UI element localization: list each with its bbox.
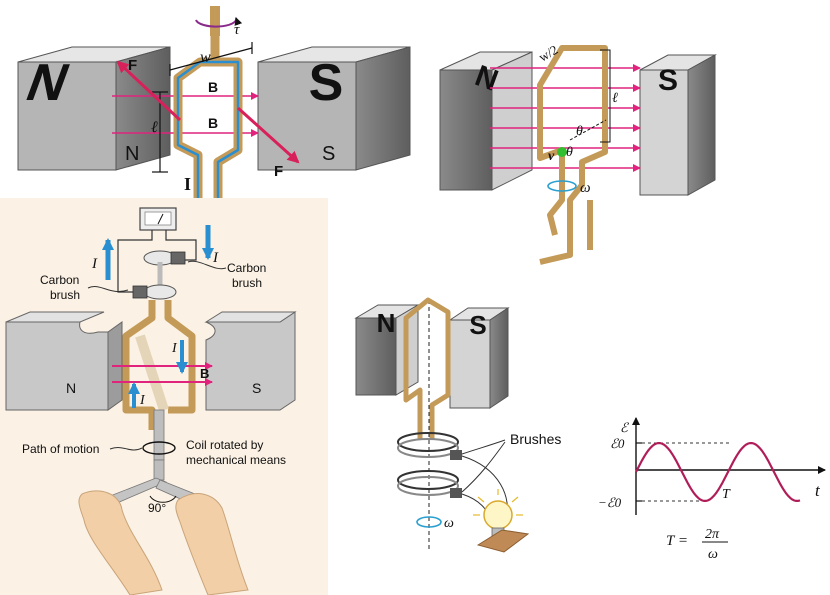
motor-pole-s-top: S <box>309 54 344 112</box>
generator-pole-s: S <box>252 380 261 396</box>
generator-current-left: I <box>91 256 98 272</box>
generator-circuit-wires <box>117 230 197 293</box>
generator-path-label: Path of motion <box>22 442 99 456</box>
loop-rotation-icon <box>547 180 577 192</box>
motor-pole-n-face: N <box>125 143 139 165</box>
generator-coil-label-2: mechanical means <box>186 453 286 467</box>
period-formula-numerator: 2π <box>705 527 720 542</box>
ac-magnet-s: S <box>448 307 510 409</box>
ac-brush-lower <box>450 488 462 498</box>
emf-y-axis-label: ℰ <box>620 420 629 435</box>
generator-current-right: I <box>212 250 219 266</box>
motor-coil <box>173 6 243 200</box>
loop-velocity-label: v <box>548 149 555 164</box>
generator-panel: I I Carbon brush Carbon brush N S <box>0 198 328 595</box>
generator-coil <box>122 300 196 430</box>
brush-label-left-1: Carbon <box>40 273 79 287</box>
ac-generator-panel: N S Brushes <box>354 297 561 553</box>
ac-omega-label: ω <box>444 516 454 531</box>
right-hand-icon <box>175 493 249 595</box>
loop-length-label: ℓ <box>612 91 618 106</box>
brush-label-right-1: Carbon <box>227 261 266 275</box>
motor-pole-s-face: S <box>322 143 335 165</box>
motor-current-label: I <box>184 174 191 194</box>
motor-torque-label: τ <box>234 22 240 38</box>
generator-coil-label-1: Coil rotated by <box>186 438 263 452</box>
generator-loop-current-lower: I <box>139 393 146 408</box>
motor-length-label: ℓ <box>151 119 158 136</box>
generator-loop-current-upper: I <box>171 341 178 356</box>
brush-pointer-left <box>87 286 129 292</box>
left-hand-icon <box>78 490 163 595</box>
ac-pole-s: S <box>469 310 486 340</box>
loop-magnet-n: N <box>439 51 533 191</box>
emf-sine-curve <box>635 442 801 502</box>
ac-brush-upper <box>450 450 462 460</box>
theta-reference-line <box>569 119 607 141</box>
motor-force-arrow-left <box>116 60 182 122</box>
motor-field-label-lower: B <box>208 115 218 131</box>
velocity-point-icon <box>557 147 567 157</box>
generator-coil-plane <box>135 334 169 412</box>
motor-width-dimension <box>169 47 253 71</box>
period-formula-denominator: ω <box>708 547 718 562</box>
emf-period-label: T <box>722 487 731 502</box>
generator-magnet-s: S <box>204 311 297 411</box>
generator-pole-n: N <box>66 380 76 396</box>
emf-x-axis-label: t <box>815 481 821 500</box>
loop-coil <box>537 45 608 265</box>
motor-magnet-n: N N <box>17 46 171 171</box>
ac-slip-rings <box>397 432 459 496</box>
path-pointer <box>109 447 143 451</box>
brush-label-left-2: brush <box>50 288 80 302</box>
loop-pole-s: S <box>658 64 678 97</box>
motor-width-label: w <box>200 49 211 66</box>
loop-theta-upper: θ <box>576 124 583 139</box>
meter-icon <box>139 207 177 231</box>
loop-theta-lower: θ <box>566 145 573 160</box>
generator-shaft <box>153 409 165 461</box>
brushes-pointer-lower <box>461 441 506 493</box>
loop-magnet-s: S <box>639 54 717 196</box>
emf-graph-panel: ℰ ℰ0 −ℰ0 T t T = 2π ω <box>598 417 826 562</box>
ac-rotation-icon <box>416 516 442 528</box>
generator-angle-label: 90° <box>148 501 166 515</box>
ac-coil <box>403 297 451 440</box>
generator-slip-rings <box>132 250 186 300</box>
rotating-loop-panel: N S w/2 ℓ θ θ v ω <box>439 42 717 265</box>
ac-brushes-label: Brushes <box>510 431 561 447</box>
generator-field-label: B <box>200 366 209 381</box>
brush-pointer-right <box>187 260 227 270</box>
emf-trough-label: −ℰ0 <box>598 495 622 510</box>
loop-omega-label: ω <box>580 180 591 196</box>
motor-force-arrow-right <box>236 106 300 164</box>
ac-lightbulb-icon <box>461 455 530 553</box>
loop-length-bracket <box>600 49 611 143</box>
generator-rotation-icon <box>142 441 176 455</box>
ac-pole-n: N <box>377 308 396 338</box>
motor-panel: N N S S τ w ℓ B <box>17 6 411 200</box>
motor-magnet-s: S S <box>257 46 411 171</box>
motor-force-label-right: F <box>274 163 283 180</box>
emf-peak-label: ℰ0 <box>610 436 625 451</box>
motor-force-label-left: F <box>128 57 137 74</box>
brush-label-right-2: brush <box>232 276 262 290</box>
brushes-pointer-upper <box>461 439 506 455</box>
generator-magnet-n: N <box>5 311 123 411</box>
motor-field-label-upper: B <box>208 79 218 95</box>
torque-arrow-icon <box>195 17 243 28</box>
period-formula-lhs: T = <box>666 533 688 549</box>
